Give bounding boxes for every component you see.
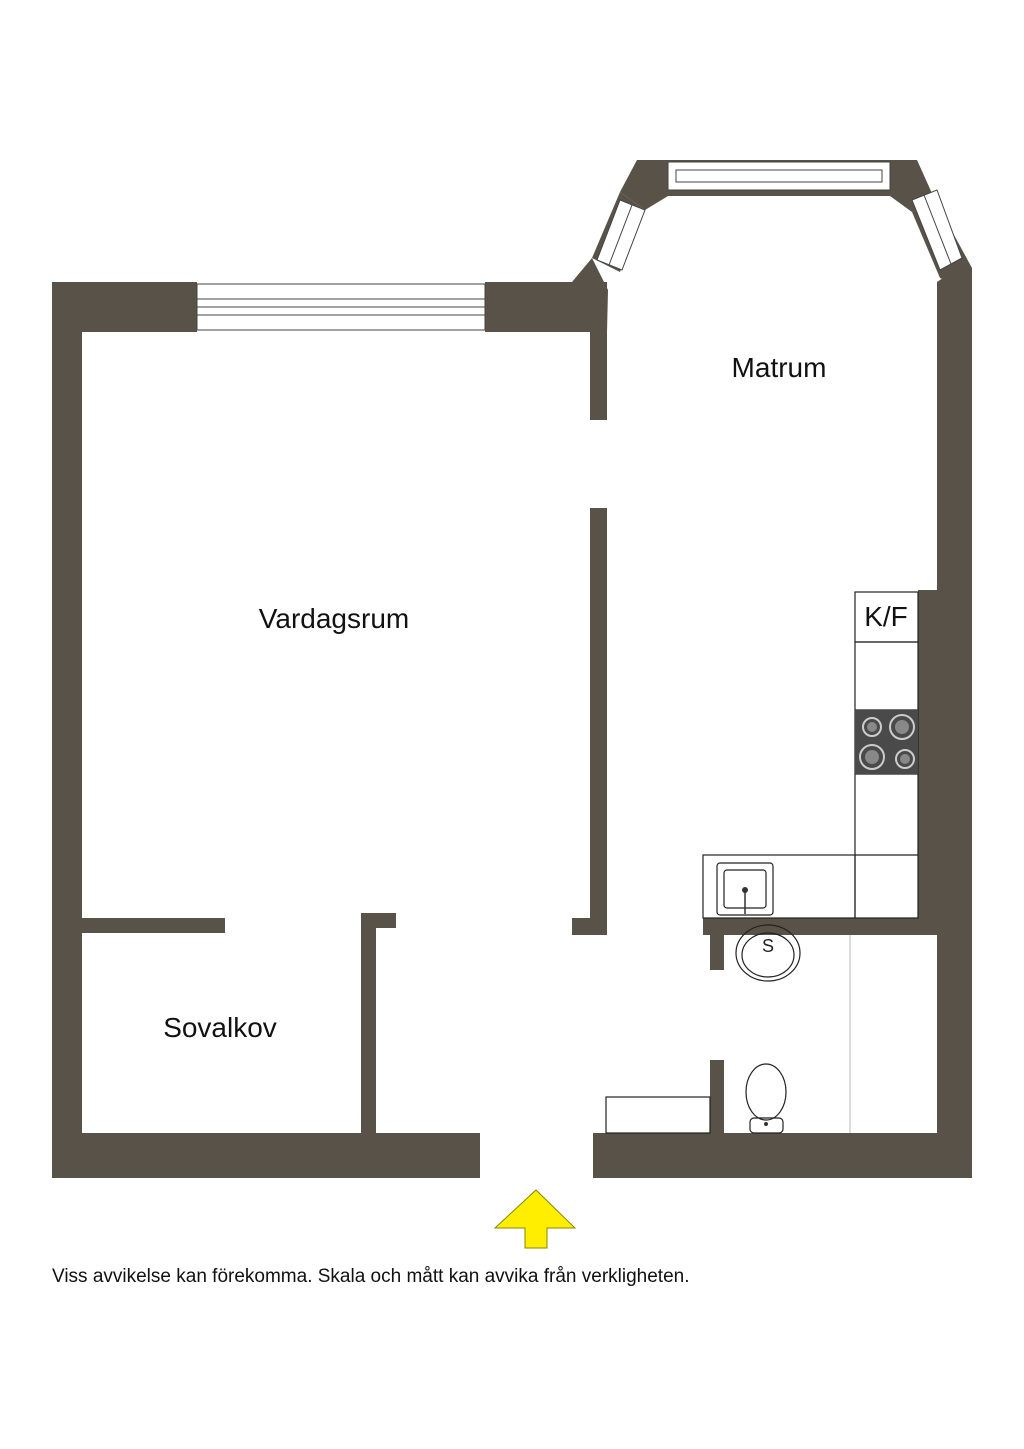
window-icon (596, 199, 646, 271)
sink-icon (716, 862, 774, 916)
window-icon (196, 283, 486, 331)
bath-shelf (605, 1096, 711, 1134)
partition-foot (572, 918, 607, 935)
bath-top-wall (703, 918, 937, 935)
bath-wall-upper (710, 930, 724, 970)
disclaimer-text: Viss avvikelse kan förekomma. Skala och … (52, 1266, 690, 1287)
window-icon (911, 189, 963, 271)
fridge-freezer: K/F (854, 591, 919, 643)
room-label-alcove: Sovalkov (163, 1012, 277, 1043)
washbasin-icon: S (735, 924, 801, 982)
right-wall-kitchen (918, 590, 972, 935)
stove-icon (855, 710, 918, 774)
alcove-right-wall (361, 913, 376, 1133)
toilet-icon (745, 1063, 787, 1134)
bottom-wall-left (52, 1133, 480, 1178)
top-wall-left (52, 282, 197, 332)
bath-wall-lower (710, 1060, 724, 1135)
partition-lower (590, 508, 607, 935)
svg-text:S: S (762, 936, 774, 956)
partition-upper (590, 332, 607, 420)
bottom-wall-right (593, 1133, 972, 1178)
room-label-living: Vardagsrum (259, 603, 409, 634)
left-wall (52, 282, 82, 1178)
fridge-freezer-label: K/F (864, 601, 908, 632)
bay-corner-left (572, 258, 608, 332)
interior-walls (82, 332, 937, 1135)
entrance-arrow-icon (493, 1189, 577, 1249)
room-label-dining: Matrum (732, 352, 827, 383)
window-icon (667, 161, 891, 191)
alcove-top-wall (82, 918, 225, 933)
kitchen-counter (702, 641, 919, 919)
